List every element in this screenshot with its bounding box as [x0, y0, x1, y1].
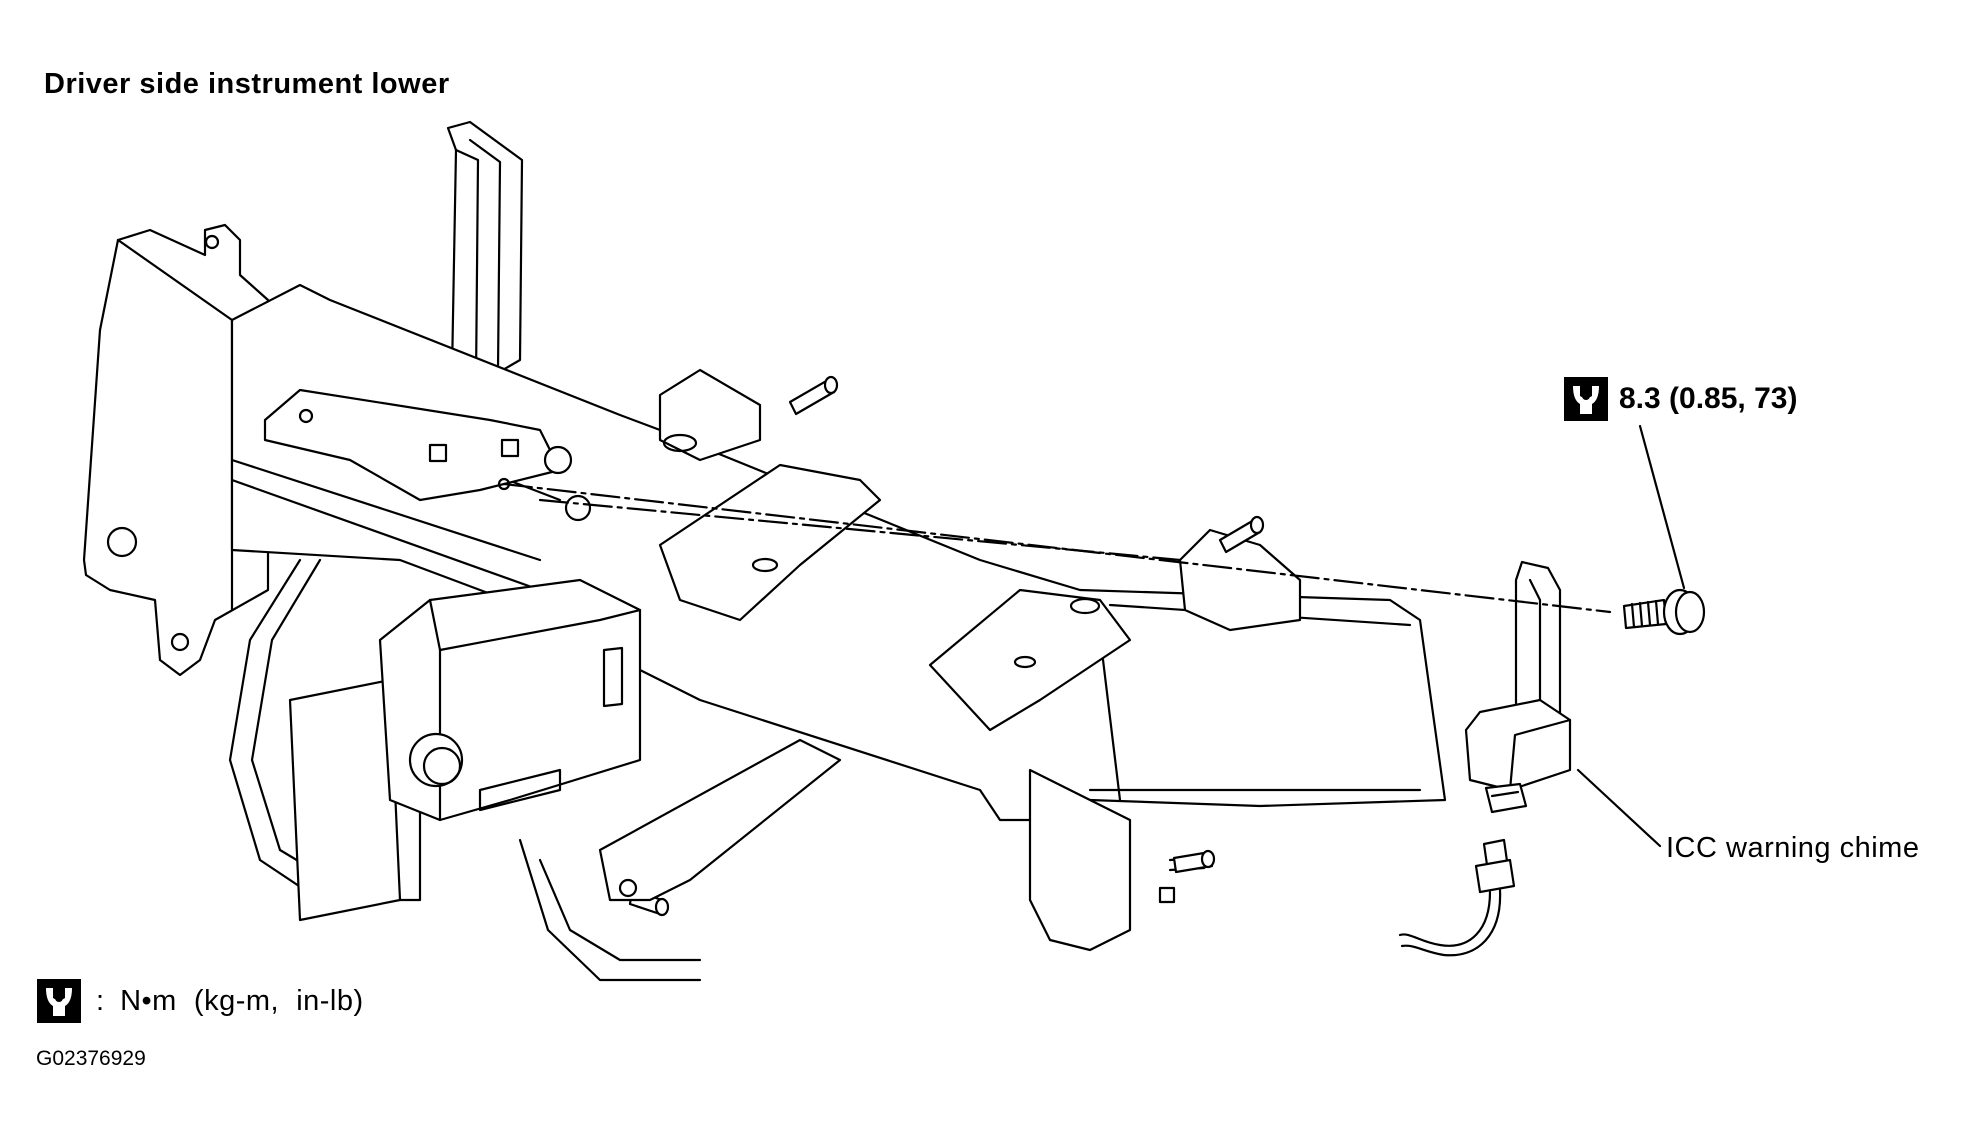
torque-value: 8.3 (0.85, 73) — [1619, 382, 1798, 415]
torque-legend: : N•m (kg-m, in-lb) — [36, 978, 364, 1024]
side-plate — [263, 388, 592, 522]
leader-lines — [502, 424, 1686, 848]
legend-colon: : — [96, 984, 105, 1017]
control-module — [378, 578, 642, 822]
torque-callout: 8.3 (0.85, 73) — [1563, 376, 1797, 422]
main-cross-beam — [230, 283, 1447, 822]
chime-connector — [1398, 838, 1516, 957]
torque-wrench-icon — [37, 979, 81, 1023]
bolt — [1622, 588, 1706, 636]
lower-strut — [228, 558, 842, 982]
icc-warning-chime-label: ICC warning chime — [1666, 832, 1920, 864]
legend-unit: N•m (kg-m, in-lb) — [120, 984, 364, 1017]
torque-wrench-icon — [1564, 377, 1608, 421]
diagram-title: Driver side instrument lower — [44, 68, 450, 100]
figure-id: G02376929 — [36, 1047, 146, 1070]
center-brackets — [658, 368, 1302, 952]
chime-bracket — [1464, 560, 1572, 814]
